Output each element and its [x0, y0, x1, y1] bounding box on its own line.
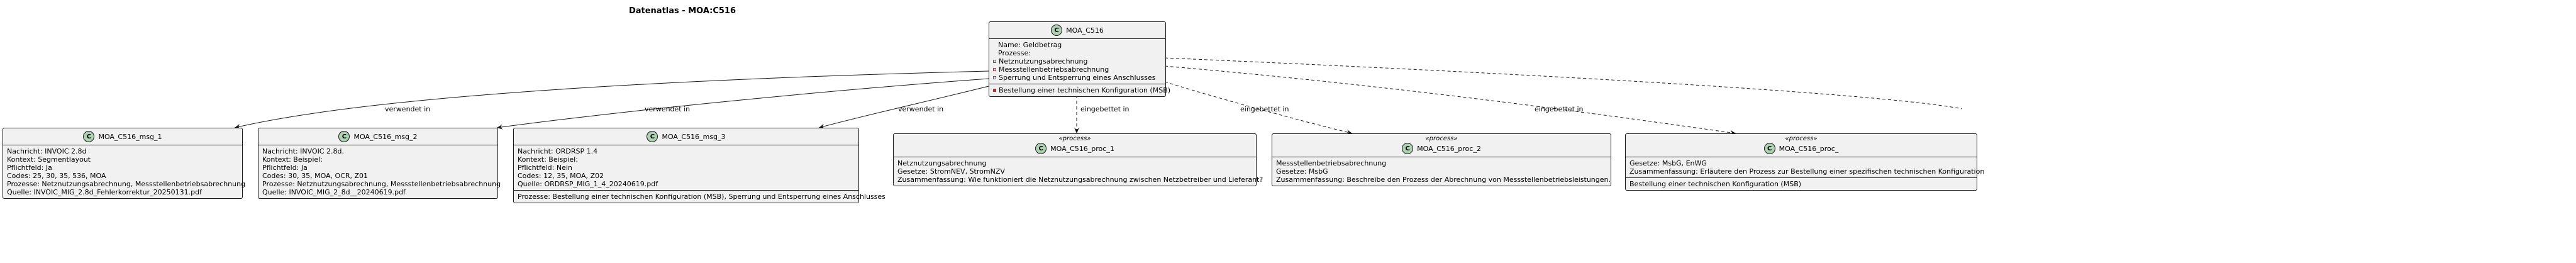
message-field: Kontext: Beispiel: — [262, 155, 323, 164]
center-class-fields: Name: Geldbetrag Prozesse: Netznutzungsa… — [989, 38, 1165, 84]
class-icon: C — [1402, 143, 1414, 154]
center-class-header: C MOA_C516 — [989, 22, 1165, 38]
process-field: Zusammenfassung: Beschreibe den Prozess … — [1276, 176, 1611, 184]
message-field: Pflichtfeld: Ja — [7, 164, 52, 172]
process-class-name: MOA_C516_proc_ — [1779, 144, 1839, 153]
visibility-marker-icon — [993, 60, 996, 63]
process-class-name: MOA_C516_proc_1 — [1050, 144, 1114, 153]
process-field: Zusammenfassung: Erläutere den Prozess z… — [1629, 167, 1985, 176]
center-process-item: Bestellung einer technischen Konfigurati… — [993, 86, 1170, 94]
process-field: Zusammenfassung: Wie funktioniert die Ne… — [897, 176, 1263, 184]
process-class-header: «process» C MOA_C516_proc_1 — [894, 134, 1256, 157]
message-field: Codes: 25, 30, 35, 536, MOA — [7, 172, 106, 180]
message-field: Quelle: INVOIC_MIG_2_8d__20240619.pdf — [262, 188, 406, 196]
message-class-name: MOA_C516_msg_3 — [662, 132, 726, 141]
process-class-box: «process» C MOA_C516_proc_ Gesetze: MsbG… — [1625, 133, 1985, 191]
message-field: Nachricht: ORDRSP 1.4 — [518, 147, 598, 155]
visibility-marker-icon — [993, 76, 996, 79]
class-icon: C — [83, 131, 95, 142]
message-field: Quelle: INVOIC_MIG_2.8d_Fehlerkorrektur_… — [7, 188, 202, 196]
message-field: Kontext: Beispiel: — [518, 155, 578, 164]
process-class-header: «process» C MOA_C516_proc_2 — [1272, 134, 1611, 157]
edge-msg-1 — [234, 70, 989, 129]
process-field: Gesetze: StromNEV, StromNZV — [897, 167, 1005, 176]
process-class-methods: Bestellung einer technischen Konfigurati… — [1626, 177, 1977, 190]
edge-label: verwendet in — [898, 105, 944, 113]
edge-label: verwendet in — [385, 105, 431, 113]
class-icon: C — [1035, 143, 1047, 154]
message-class-fields: Nachricht: INVOIC 2.8d Kontext: Segmentl… — [3, 145, 246, 198]
message-class-name: MOA_C516_msg_1 — [98, 132, 162, 141]
center-process-item: Netznutzungsabrechnung — [993, 57, 1162, 65]
process-field: Gesetze: MsbG — [1276, 167, 1328, 176]
message-field: Nachricht: INVOIC 2.8d. — [262, 147, 344, 155]
center-class-box: C MOA_C516 Name: Geldbetrag Prozesse: Ne… — [989, 21, 1170, 97]
diagram-title: Datenatlas - MOA:C516 — [628, 6, 736, 16]
center-class-name: MOA_C516 — [1066, 26, 1104, 35]
message-class-header: C MOA_C516_msg_3 — [514, 128, 858, 145]
process-class-fields: Gesetze: MsbG, EnWG Zusammenfassung: Erl… — [1626, 157, 1985, 177]
process-class-box: «process» C MOA_C516_proc_2 Messstellenb… — [1272, 133, 1611, 186]
class-icon: C — [647, 131, 658, 142]
message-class-box: C MOA_C516_msg_1 Nachricht: INVOIC 2.8d … — [3, 128, 246, 199]
edge-proc-3 — [1164, 65, 1736, 135]
edge-label: verwendet in — [645, 105, 691, 113]
message-field: Prozesse: Netznutzungsabrechnung, Messst… — [7, 180, 246, 188]
message-field: Codes: 12, 35, MOA, Z02 — [518, 172, 604, 180]
center-class-methods: Bestellung einer technischen Konfigurati… — [989, 84, 1170, 96]
process-class-header: «process» C MOA_C516_proc_ — [1626, 134, 1977, 157]
class-icon: C — [338, 131, 350, 142]
edge-label: eingebettet in — [1240, 105, 1289, 113]
message-field: Pflichtfeld: Ja — [262, 164, 308, 172]
message-field: Prozesse: Netznutzungsabrechnung, Messst… — [262, 180, 501, 188]
center-name-field: Name: Geldbetrag — [998, 41, 1062, 49]
process-field: Messstellenbetriebsabrechnung — [1276, 159, 1387, 167]
class-icon: C — [1763, 143, 1775, 154]
edge-msg-3 — [818, 86, 989, 129]
message-process-field: Prozesse: Bestellung einer technischen K… — [518, 193, 886, 201]
stereotype-label: «process» — [1058, 135, 1091, 142]
message-class-header: C MOA_C516_msg_1 — [3, 128, 242, 145]
message-class-box: C MOA_C516_msg_3 Nachricht: ORDRSP 1.4 K… — [513, 128, 886, 203]
edge-offscreen — [1164, 57, 1963, 109]
message-class-fields: Nachricht: ORDRSP 1.4 Kontext: Beispiel:… — [514, 145, 858, 190]
edge-label: eingebettet in — [1535, 105, 1584, 113]
process-field: Gesetze: MsbG, EnWG — [1629, 159, 1707, 167]
stereotype-label: «process» — [1785, 135, 1818, 142]
message-class-box: C MOA_C516_msg_2 Nachricht: INVOIC 2.8d.… — [258, 128, 501, 199]
process-field: Bestellung einer technischen Konfigurati… — [1629, 180, 1802, 188]
center-processes-header: Prozesse: — [998, 49, 1031, 57]
message-class-methods: Prozesse: Bestellung einer technischen K… — [514, 190, 886, 203]
edge-proc-2 — [1164, 81, 1353, 135]
message-field: Codes: 30, 35, MOA, OCR, Z01 — [262, 172, 369, 180]
process-class-fields: Messstellenbetriebsabrechnung Gesetze: M… — [1272, 157, 1611, 186]
message-class-fields: Nachricht: INVOIC 2.8d. Kontext: Beispie… — [258, 145, 501, 198]
visibility-marker-icon — [993, 68, 996, 71]
visibility-marker-icon — [993, 89, 996, 92]
class-icon: C — [1051, 25, 1063, 36]
message-class-name: MOA_C516_msg_2 — [353, 132, 418, 141]
center-process-item: Sperrung und Entsperrung eines Anschluss… — [993, 74, 1162, 82]
stereotype-label: «process» — [1425, 135, 1458, 142]
process-class-fields: Netznutzungsabrechnung Gesetze: StromNEV… — [894, 157, 1263, 186]
message-field: Quelle: ORDRSP_MIG_1_4_20240619.pdf — [518, 180, 658, 188]
center-process-item: Messstellenbetriebsabrechnung — [993, 65, 1162, 74]
message-field: Nachricht: INVOIC 2.8d — [7, 147, 87, 155]
edge-label: eingebettet in — [1080, 105, 1130, 113]
process-field: Netznutzungsabrechnung — [897, 159, 987, 167]
message-field: Pflichtfeld: Nein — [518, 164, 572, 172]
message-field: Kontext: Segmentlayout — [7, 155, 91, 164]
process-class-name: MOA_C516_proc_2 — [1417, 144, 1481, 153]
process-class-box: «process» C MOA_C516_proc_1 Netznutzungs… — [893, 133, 1263, 186]
message-class-header: C MOA_C516_msg_2 — [258, 128, 497, 145]
edge-msg-2 — [496, 78, 989, 130]
